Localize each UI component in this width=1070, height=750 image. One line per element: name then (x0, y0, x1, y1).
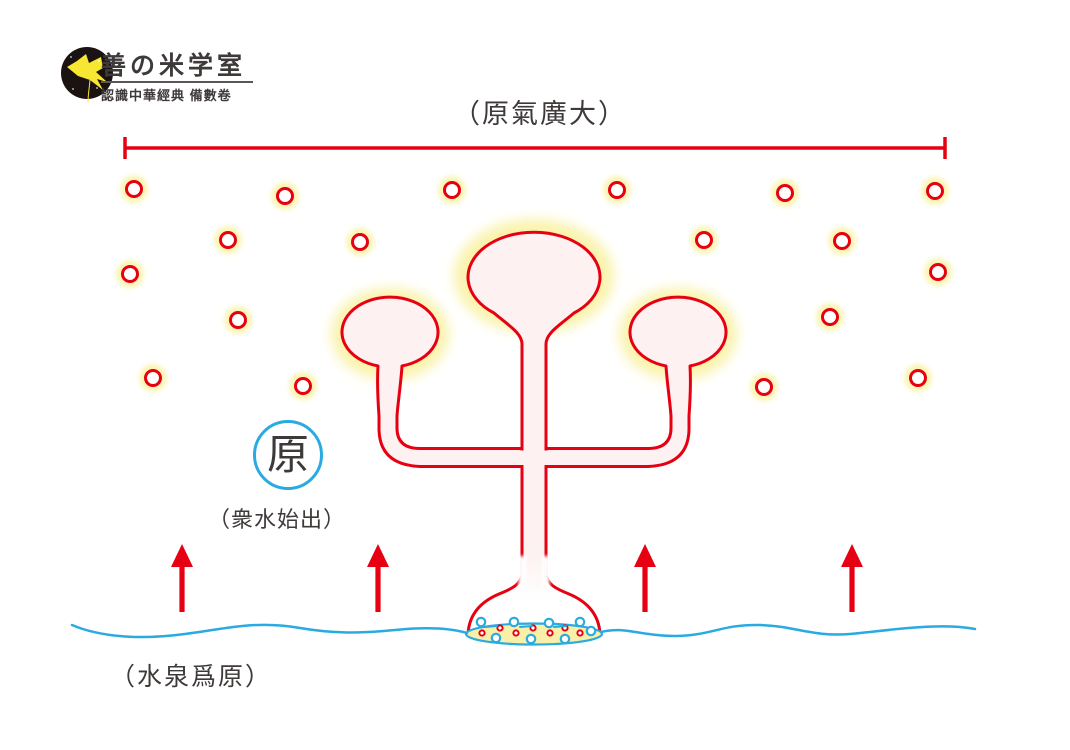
pool-bubbles (475, 616, 597, 645)
logo-divider (101, 81, 253, 83)
char-caption: （衆水始出） (207, 507, 346, 532)
logo-subtitle: 認識中華經典 備數卷 (101, 88, 232, 103)
floating-dot (117, 261, 144, 288)
highlight-char: 原 (266, 431, 309, 478)
floating-dot (817, 304, 844, 331)
floating-dot (215, 227, 242, 254)
floating-dot (347, 229, 374, 256)
measure-bracket (123, 137, 947, 159)
floating-dot (925, 259, 952, 286)
floating-dot (829, 228, 856, 255)
waterline (70, 623, 977, 639)
top-title: （原氣廣大） (453, 99, 627, 129)
up-arrows (171, 544, 863, 612)
logo-stars (70, 56, 100, 90)
floating-dot (604, 177, 631, 204)
floating-dot (121, 176, 148, 203)
floating-dot (922, 178, 949, 205)
spring-side-arms (340, 295, 728, 468)
floating-dot (140, 365, 167, 392)
up-arrow (171, 544, 193, 612)
floating-dot (439, 177, 466, 204)
floating-dot (691, 227, 718, 254)
floating-dot (225, 307, 252, 334)
floating-dot (772, 180, 799, 207)
logo-title: 善の米学室 (101, 51, 247, 80)
floating-dot (905, 365, 932, 392)
bottom-caption: （水泉爲原） (110, 663, 273, 691)
up-arrow (367, 544, 389, 612)
floating-dot (272, 183, 299, 210)
spring-central-column (466, 230, 602, 636)
logo-mark (61, 47, 113, 103)
bird-icon (67, 54, 107, 90)
floating-dot (290, 373, 317, 400)
junction-union (519, 450, 549, 465)
stem-fade (518, 556, 550, 588)
up-arrow (841, 544, 863, 612)
bird-tail (87, 79, 91, 103)
floating-dot (751, 374, 778, 401)
up-arrow (634, 544, 656, 612)
char-circle (253, 420, 323, 490)
